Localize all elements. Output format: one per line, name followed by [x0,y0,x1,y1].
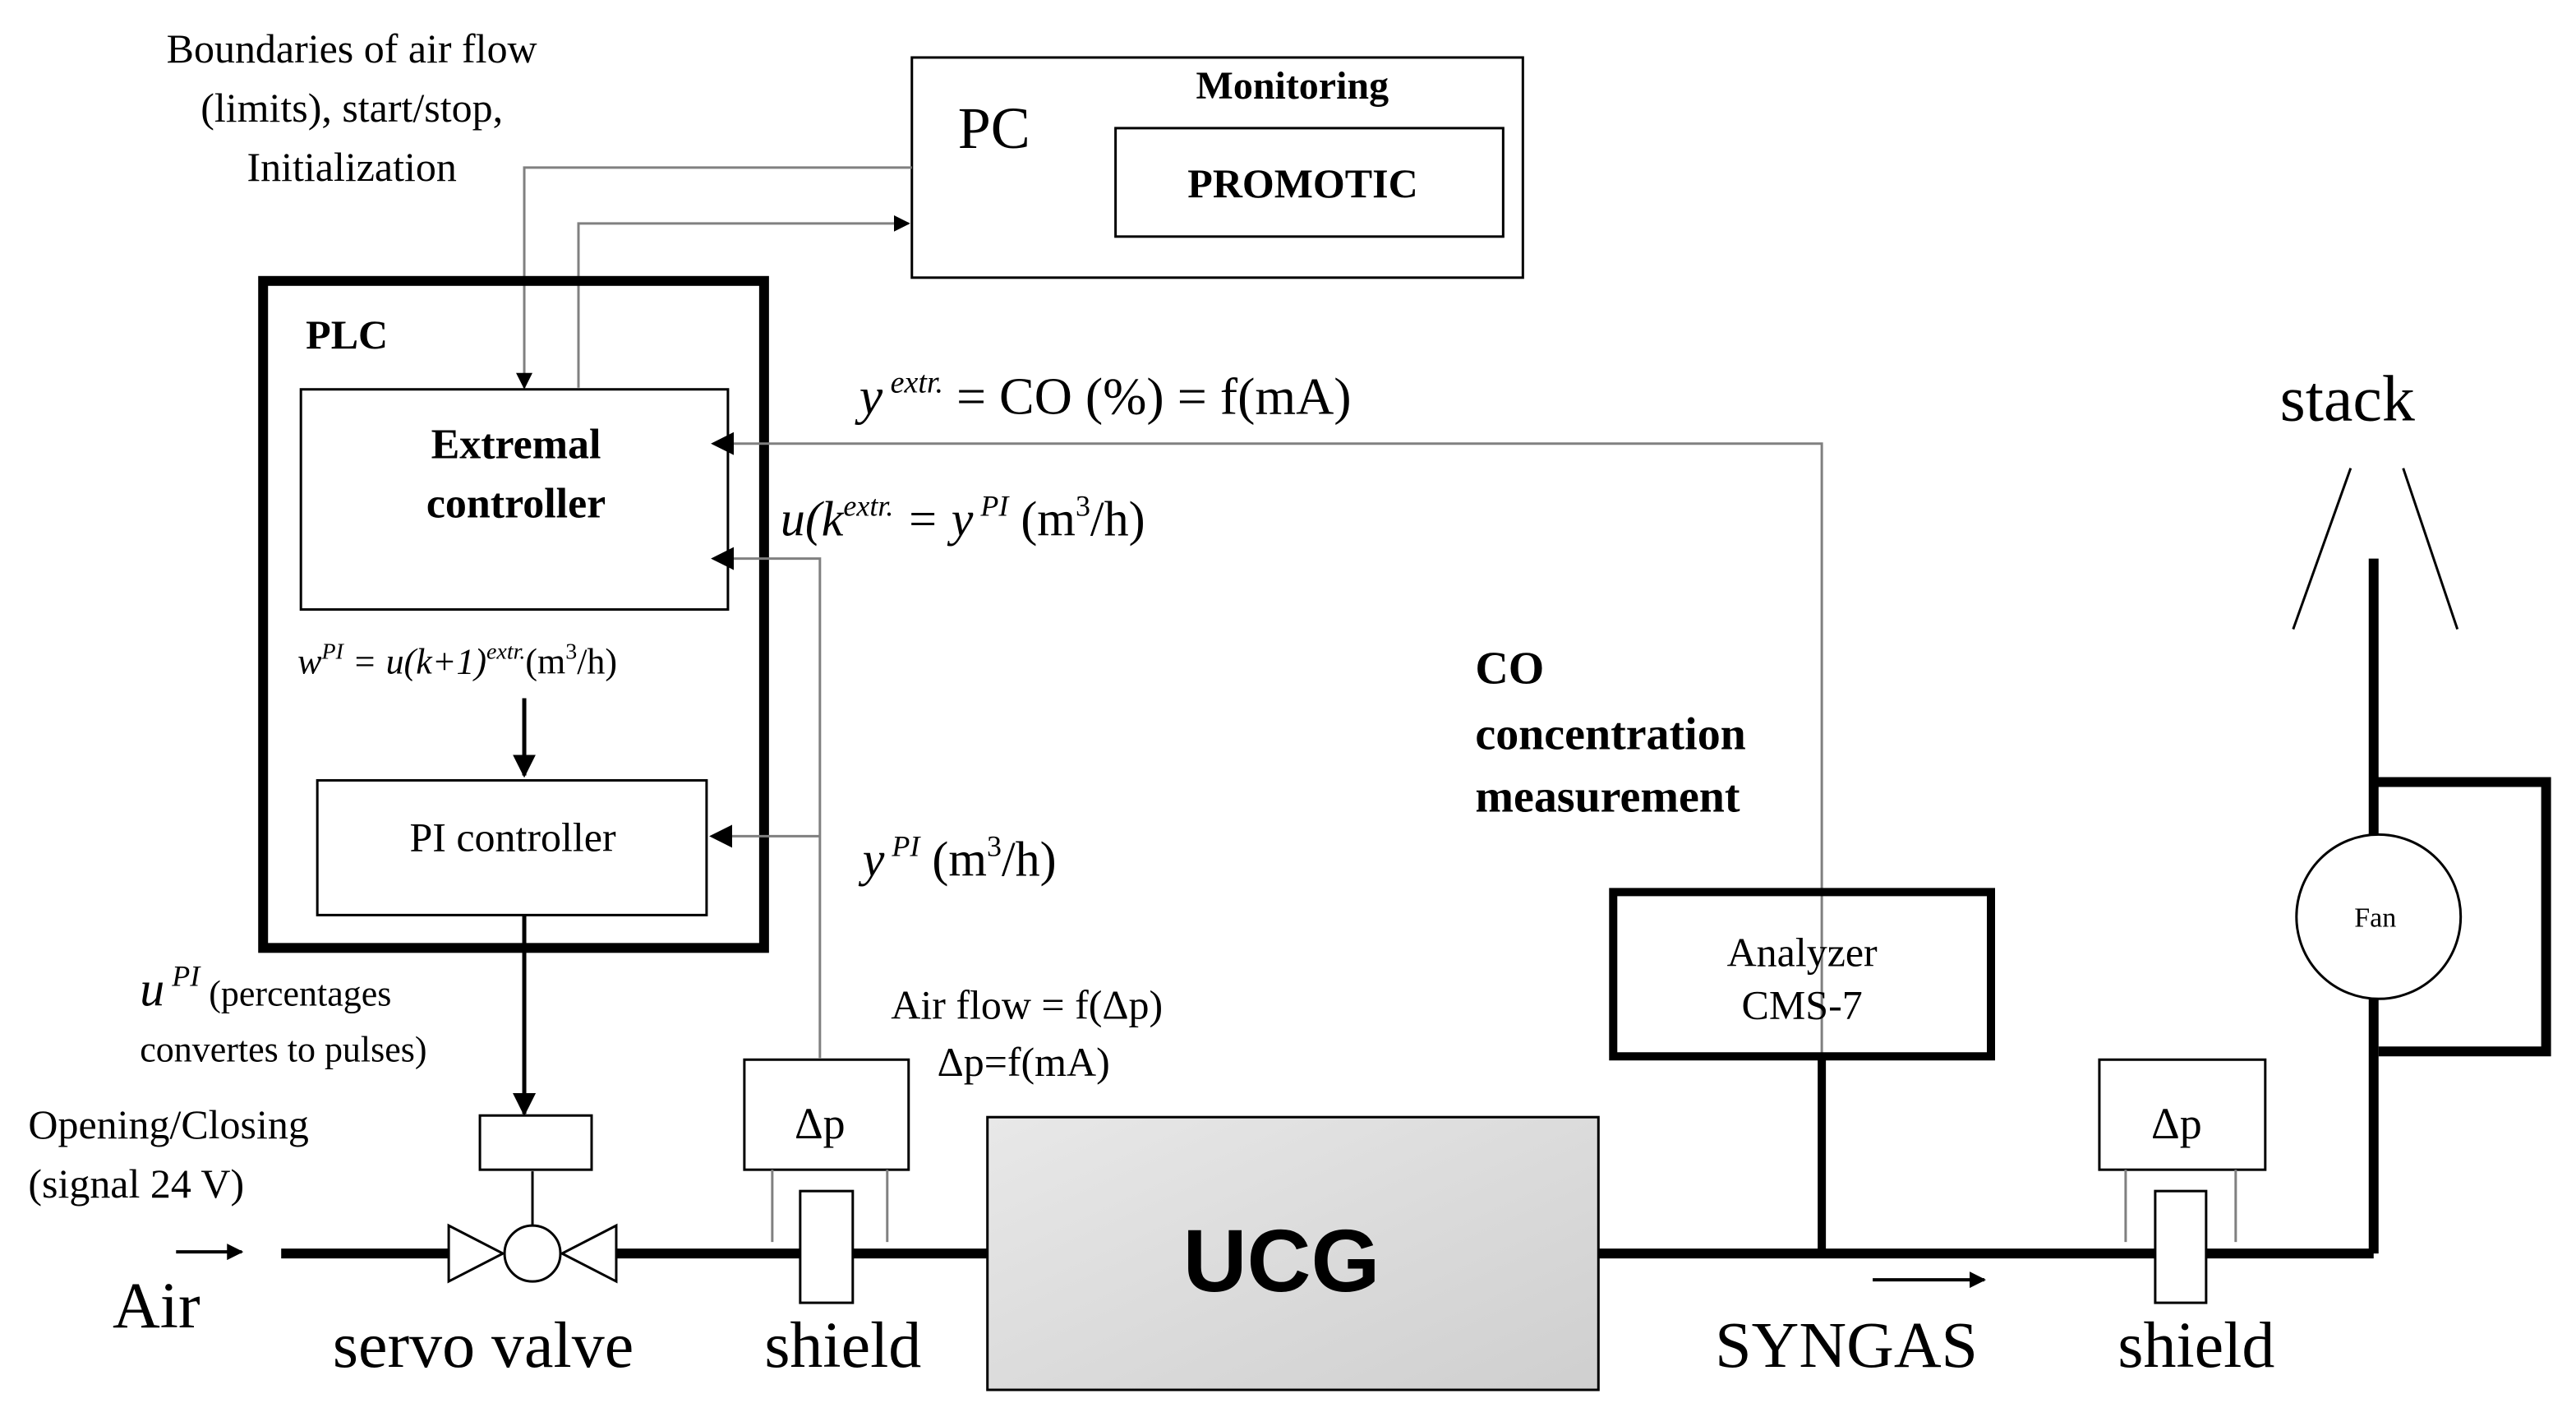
dp-right-label: Δp [2151,1099,2202,1148]
co-measurement-line2: concentration [1475,708,1745,759]
flow-meter-right: Δp [2098,1058,2267,1304]
analyzer-line2: CMS-7 [1742,981,1863,1027]
settings-note-line2: (limits), start/stop, [200,85,503,131]
settings-note-line3: Initialization [247,144,457,190]
shield-left-orifice [799,1189,855,1304]
u-pi-text1: (percentages [200,973,391,1013]
u-pi-text2: convertes to pulses) [140,1029,426,1069]
setpoint-eq: = u(k+1) [343,642,486,682]
valve-right-triangle [559,1223,618,1284]
air-label: Air [113,1270,200,1342]
fan [2295,833,2463,1000]
opening-line2: (signal 24 V) [28,1161,244,1207]
u-pi-label: u PI (percentages [140,959,391,1016]
air-flow-eq1: Air flow = f(Δp) [891,981,1163,1027]
extremal-controller-line1: Extremal [431,422,601,468]
syngas-label: SYNGAS [1715,1309,1978,1382]
y-extr-sup: extr. [882,366,943,400]
y-pi-sup: PI [884,829,921,862]
analyzer-box [1609,888,1996,1061]
servo-valve [447,1114,618,1284]
servo-valve-label: servo valve [333,1309,634,1382]
ucg-label: UCG [1183,1211,1380,1310]
stack-plume-left [2292,468,2353,630]
setpoint-w-sup: PI [321,639,345,665]
y-pi-unit-a: (m [919,832,987,886]
u-pi-sup: PI [164,959,201,992]
opening-line1: Opening/Closing [28,1101,308,1147]
y-extr-rest: = CO (%) = f(mA) [943,367,1352,426]
co-measurement-line3: measurement [1475,771,1740,822]
y-pi-label: y PI (m3/h) [859,829,1057,886]
plc-block: PLC Extremal controller wPI = u(k+1)extr… [258,275,769,953]
analyzer-line1: Analyzer [1727,929,1878,975]
shield-right-orifice [2154,1189,2208,1304]
dp-left-label: Δp [795,1099,846,1148]
flow-to-extremal-line [711,547,822,1059]
pi-controller-label: PI controller [409,814,616,860]
promotic-label: PROMOTIC [1187,160,1417,206]
u-extr-label: u(kextr. = y PI (m3/h) [781,490,1145,547]
u-pi-u: u [140,962,164,1016]
stack-plume-right [2402,468,2459,630]
settings-note: Boundaries of air flow (limits), start/s… [167,25,537,190]
promotic-box [1114,127,1505,238]
air-flow-eq2: Δp=f(mA) [938,1039,1110,1085]
shield-right-label: shield [2117,1309,2274,1382]
u-extr-sup: extr. [843,490,893,523]
u-extr-unit-a: (m [1008,492,1076,547]
y-pi-unit-sup: 3 [987,829,1002,862]
y-pi-y: y [859,832,885,886]
shield-left-label: shield [764,1309,921,1382]
setpoint-w: w [297,642,321,682]
pi-controller-box [316,778,708,916]
setpoint-eq-sup: extr. [486,639,525,665]
co-measurement-line1: CO [1475,644,1544,695]
u-extr-eq: = y [893,492,973,547]
extremal-controller-box [299,388,730,611]
u-extr-lhs: u(k [781,492,845,547]
valve-body [503,1224,562,1283]
dp-box-left [743,1058,910,1171]
flow-meter-left: Δp [743,1058,910,1304]
fan-label: Fan [2354,902,2396,933]
y-extr-y: y [855,367,883,426]
valve-actuator [478,1114,593,1171]
setpoint-equation: wPI = u(k+1)extr.(m3/h) [297,639,617,682]
dp-box-right [2098,1058,2267,1171]
fan-bypass-loop [2373,777,2551,1057]
setpoint-unit-sup: 3 [565,639,577,665]
pc-block: PC Monitoring PROMOTIC [910,56,1524,279]
u-extr-sup2: PI [973,490,1010,523]
setpoint-unit-a: (m [525,642,565,682]
stack-assembly: Fan [2292,468,2551,1254]
valve-left-triangle [447,1223,506,1284]
setpoint-unit-b: /h) [577,642,617,682]
u-extr-unit-sup: 3 [1076,490,1090,523]
pc-title: PC [958,95,1030,161]
stack-label: stack [2280,363,2415,436]
settings-note-line1: Boundaries of air flow [167,25,537,72]
y-pi-unit-b: /h) [1002,832,1057,886]
y-extr-label: y extr. = CO (%) = f(mA) [855,366,1352,426]
extremal-controller-line2: controller [426,481,606,528]
u-extr-unit-b: /h) [1090,492,1145,547]
plc-title: PLC [306,312,388,358]
plc-to-pc-arrow [577,215,910,388]
monitoring-label: Monitoring [1196,64,1389,108]
plc-box [258,275,769,953]
pc-to-extremal-arrow [516,166,912,390]
